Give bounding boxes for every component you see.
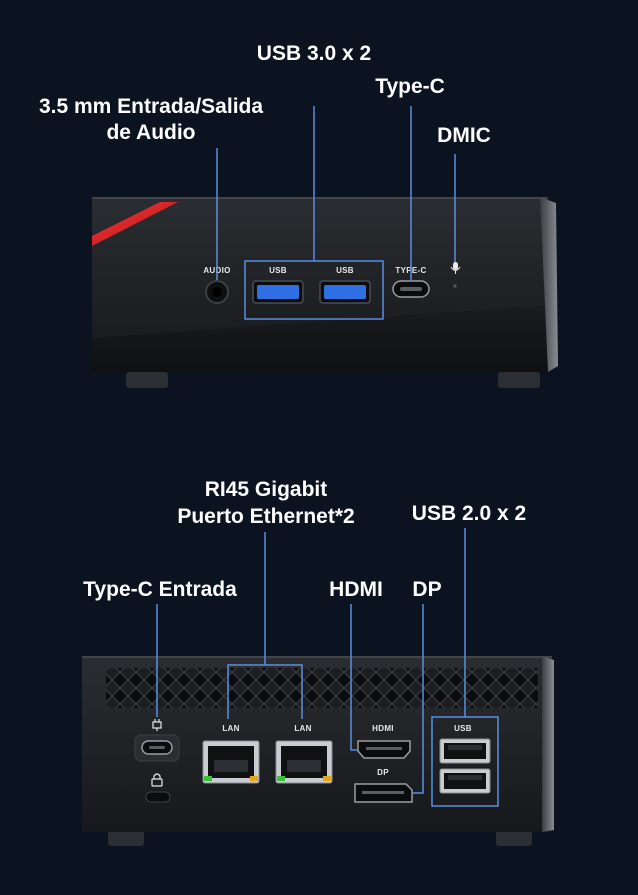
callout-audio-line2: de Audio [106,121,196,144]
lan-port-label-b: LAN [294,724,311,733]
callout-rj45-line1: RI45 Gigabit [204,478,328,501]
front-body-lower-facet [92,305,552,372]
usb2-port-a[interactable] [439,738,491,764]
front-callout-lines [216,106,456,281]
vent-grille [106,668,538,708]
callout-hdmi: HDMI [329,578,383,601]
callout-dmic: DMIC [437,124,491,147]
lan-port-label-a: LAN [222,724,239,733]
callout-dp: DP [412,578,442,601]
hdmi-port-label: HDMI [372,724,394,733]
front-foot-right [498,372,540,388]
lan-port-a[interactable] [202,740,260,784]
dmic-hole [453,284,457,288]
front-foot-left [126,372,168,388]
callout-typec: Type-C [375,75,445,98]
rear-body-side [542,656,554,832]
dp-port-label: DP [377,768,389,777]
callout-typec-in: Type-C Entrada [83,578,237,601]
front-device: AUDIO USB USB TYPE-C [92,197,558,388]
red-accent-stripe [92,202,178,246]
callout-audio-line1: 3.5 mm Entrada/Salida [38,95,264,118]
callout-rj45-line2: Puerto Ethernet*2 [177,505,355,528]
usb2-port-b[interactable] [439,768,491,794]
usb2-port-label: USB [454,724,472,733]
rear-foot-left [108,830,144,846]
kensington-lock-slot[interactable] [145,791,171,803]
front-body-side [540,197,558,372]
lan-port-b[interactable] [275,740,333,784]
callout-usb3: USB 3.0 x 2 [256,42,372,65]
callout-usb2: USB 2.0 x 2 [411,502,527,525]
rear-foot-right [496,830,532,846]
power-plug-icon [152,719,162,731]
rear-callout-lines [156,528,466,794]
rear-device: LAN LAN HDMI DP [82,656,554,846]
usb-port-label-a: USB [269,266,287,275]
usb-port-label-b: USB [336,266,354,275]
microphone-icon [450,262,461,274]
lock-icon [151,773,163,787]
